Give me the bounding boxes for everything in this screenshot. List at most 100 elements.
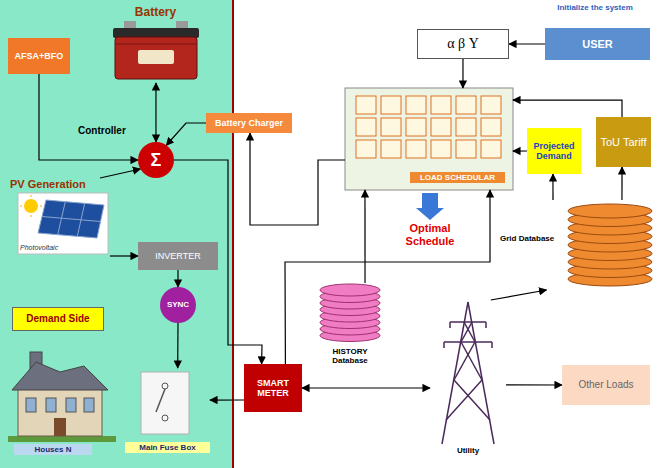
- database-disks: [568, 204, 652, 218]
- connector-arrow: [462, 59, 463, 88]
- scheduler-panel: LOAD SCHEDULAR: [345, 88, 513, 190]
- photovoltaic-panel: [24, 199, 38, 213]
- node-text: Other Loads: [578, 379, 633, 391]
- photovoltaic-panel: [18, 193, 108, 254]
- node-text: SMART METER: [247, 378, 299, 399]
- connector-arrow: [39, 74, 138, 160]
- node-text: Houses N: [14, 444, 92, 455]
- scheduler-grid: [481, 140, 501, 158]
- summing-junction: Σ: [138, 142, 174, 178]
- connector-arrow: [250, 133, 345, 225]
- smart-meter-box: SMART METER: [244, 364, 302, 412]
- node-text: USER: [582, 38, 613, 51]
- charger-box: Battery Charger: [206, 113, 292, 133]
- connector-arrow: [285, 190, 490, 364]
- scheduler-grid: [356, 96, 376, 114]
- connector-arrow: [302, 387, 430, 388]
- node-text: Σ: [151, 150, 162, 171]
- output-label: Optimal Schedule: [390, 222, 470, 247]
- component-label: Controller: [78, 125, 138, 137]
- scheduler-grid: [481, 118, 501, 136]
- transmission-tower: Utility: [430, 300, 506, 460]
- connector-arrow: [491, 290, 547, 300]
- scheduler-grid: [456, 96, 476, 114]
- node-text: ToU Tariff: [600, 136, 646, 149]
- node-text: Battery Charger: [215, 118, 283, 128]
- database-stack: Grid Database: [500, 200, 655, 290]
- user-box: USER: [545, 28, 650, 60]
- transmission-tower: [444, 341, 492, 343]
- node-text: HISTORY Database: [315, 347, 385, 365]
- connector-arrow: [621, 167, 622, 200]
- house-illustration: [18, 388, 102, 436]
- photovoltaic-panel: [18, 193, 108, 254]
- house-illustration: [26, 398, 36, 412]
- output-arrow: [416, 193, 444, 220]
- photovoltaic-panel: [38, 200, 104, 238]
- connector-arrow: [513, 100, 622, 117]
- connector-arrow: [364, 190, 365, 283]
- region-label: Demand Side: [12, 307, 104, 331]
- connector-arrow: [166, 123, 206, 145]
- house-illustration: [46, 398, 56, 412]
- battery-symbol: [115, 44, 197, 45]
- fuse-box: Main Fuse Box: [125, 368, 210, 458]
- database-disks: [320, 284, 380, 296]
- annotation-text: Initialize the system: [556, 3, 634, 12]
- parameter-box: α β Y: [417, 29, 509, 59]
- node-text: PV Generation: [10, 178, 100, 191]
- connector-arrow: [110, 255, 138, 256]
- transmission-tower: [491, 342, 493, 348]
- battery-image: Battery: [108, 5, 203, 83]
- scheduler-grid: [381, 140, 401, 158]
- pv-panel: PV GenerationPhotovoltaic: [10, 178, 110, 258]
- connector-arrow: [509, 43, 545, 44]
- scheduler-grid: [345, 88, 513, 190]
- node-text: INVERTER: [155, 251, 200, 261]
- fuse-switch-symbol: [162, 383, 168, 389]
- transmission-tower: [485, 322, 487, 328]
- connector-arrow: [506, 384, 562, 385]
- fuse-switch-symbol: [141, 372, 189, 434]
- transmission-tower: [454, 380, 490, 420]
- house-illustration: [8, 352, 116, 442]
- node-text: Main Fuse Box: [125, 442, 210, 453]
- transmission-tower: [450, 321, 486, 323]
- node-text: Demand Side: [26, 313, 89, 325]
- scheduler-grid: [406, 118, 426, 136]
- house-illustration: [54, 418, 66, 436]
- scheduler-grid: [381, 96, 401, 114]
- fuse-switch-symbol: [141, 372, 189, 434]
- node-text: LOAD SCHEDULAR: [410, 172, 505, 183]
- database-stack: HISTORY Database: [305, 283, 395, 373]
- scheduler-grid: [406, 96, 426, 114]
- house-illustration: [84, 398, 94, 412]
- transmission-tower: [442, 302, 494, 444]
- transmission-tower: [454, 342, 475, 380]
- node-text: Battery: [108, 6, 203, 20]
- house-image: Houses N: [8, 355, 116, 460]
- inverter-box: INVERTER: [138, 242, 218, 270]
- fuse-switch-symbol: [156, 389, 165, 412]
- output-box: Other Loads: [562, 365, 650, 405]
- scheduler-grid: [356, 140, 376, 158]
- database-disks: [568, 204, 652, 286]
- connector-arrow: [177, 270, 178, 287]
- node-text: Grid Database: [500, 234, 564, 243]
- battery-symbol: [115, 37, 197, 79]
- demand-side-panel: [232, 0, 234, 468]
- house-illustration: [12, 362, 108, 390]
- connector-arrow: [552, 174, 553, 200]
- scheduler-grid: [456, 140, 476, 158]
- demand-side-panel: [0, 0, 233, 468]
- battery-symbol: [113, 21, 199, 79]
- photovoltaic-panel: [31, 195, 32, 197]
- photovoltaic-panel: [40, 206, 42, 207]
- output-arrow: [416, 193, 444, 220]
- transmission-tower: [446, 380, 482, 420]
- sync-circle: SYNC: [160, 287, 196, 323]
- connector-arrow: [513, 150, 527, 151]
- battery-symbol: [138, 50, 174, 64]
- scheduler-grid: [456, 118, 476, 136]
- scheduler-grid: [481, 96, 501, 114]
